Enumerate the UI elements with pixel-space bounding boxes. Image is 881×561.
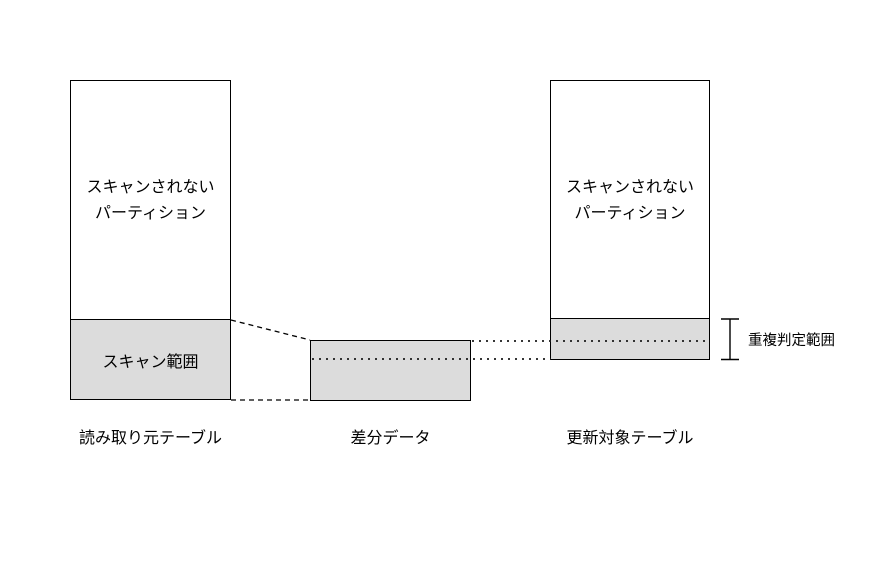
source-unscanned-partition-label: スキャンされない パーティション [86, 179, 215, 222]
diff-data-caption: 差分データ [350, 430, 431, 447]
source-table-box: スキャンされない パーティション スキャン範囲 [70, 80, 231, 400]
dashed-connector-top [230, 319, 311, 341]
target-table-caption: 更新対象テーブル [566, 430, 694, 447]
source-table-caption: 読み取り元テーブル [78, 430, 223, 447]
target-unscanned-partition-label: スキャンされない パーティション [565, 178, 694, 222]
source-scan-range: スキャン範囲 [71, 319, 230, 399]
duplicate-range-bracket [721, 318, 739, 361]
duplicate-range-annotation: 重複判定範囲 [748, 333, 835, 349]
target-table-box: スキャンされない パーティション [550, 80, 710, 360]
target-duplicate-range [551, 318, 709, 359]
diff-data-box [310, 340, 471, 401]
source-scan-range-label: スキャン範囲 [102, 353, 199, 371]
